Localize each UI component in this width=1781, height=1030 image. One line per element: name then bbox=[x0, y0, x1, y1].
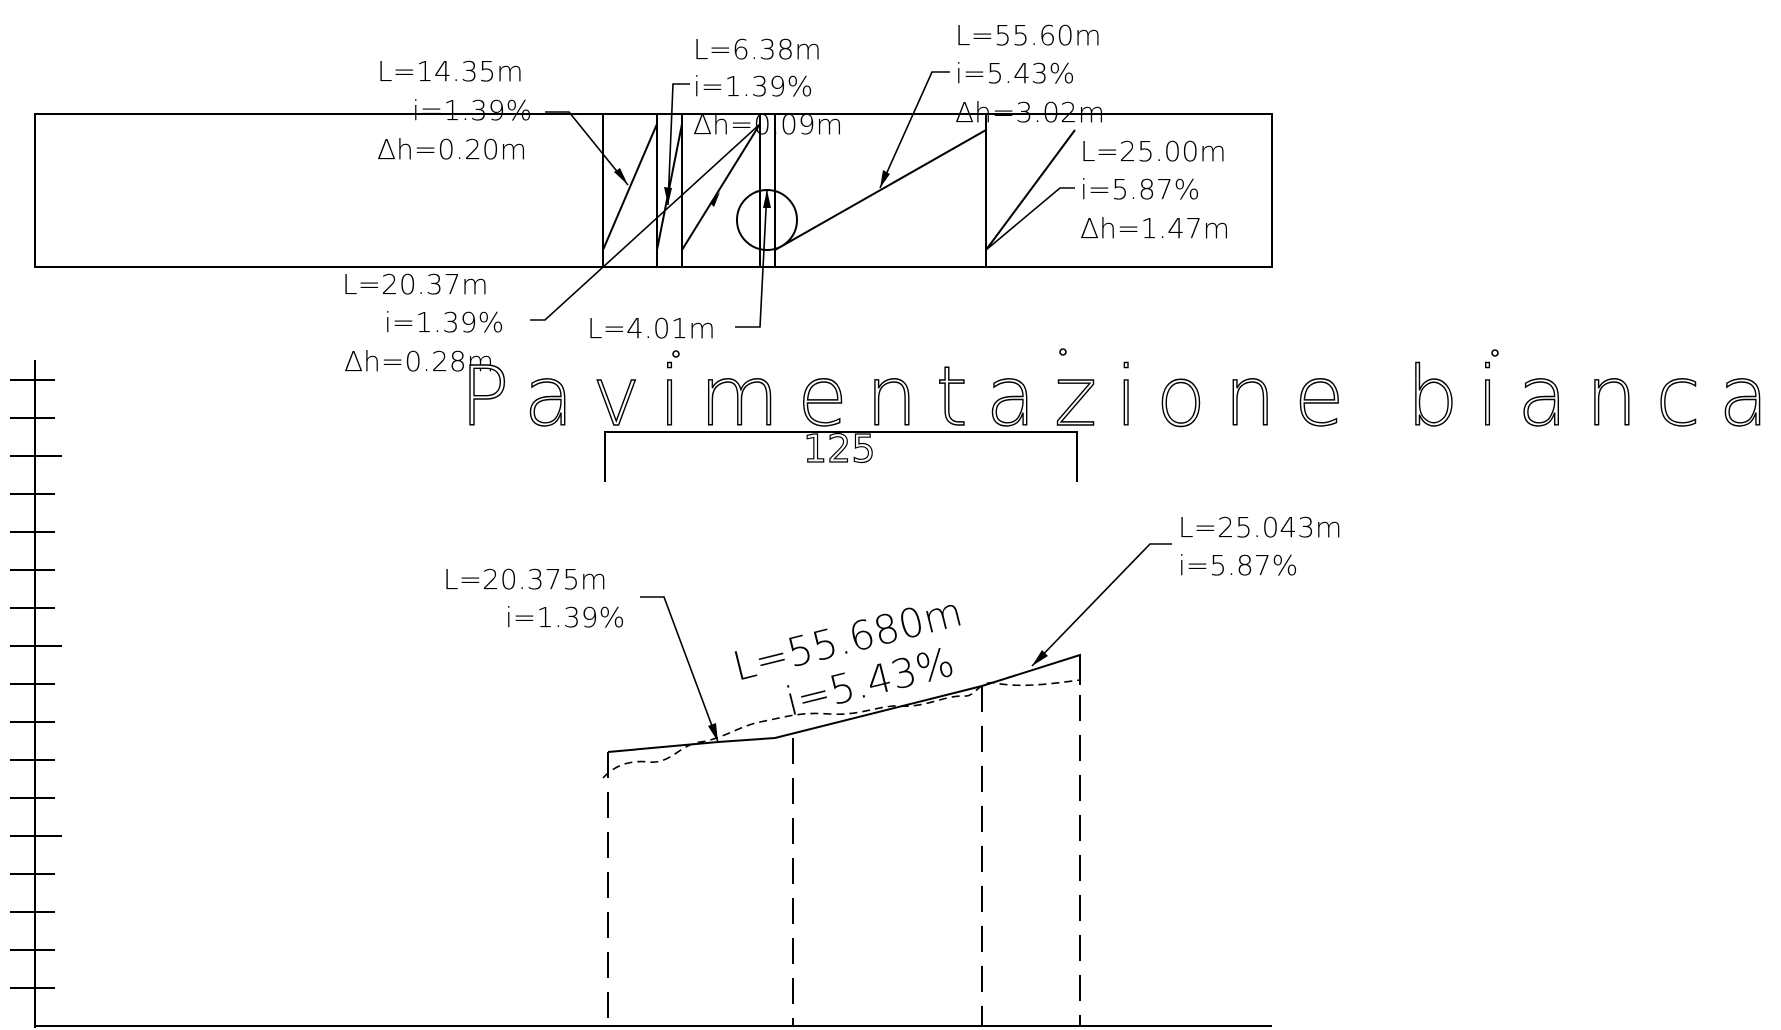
plan-seg4-delta: Δh=1.47m bbox=[1080, 212, 1230, 245]
leader-line bbox=[667, 83, 690, 206]
plan-outline bbox=[34, 113, 1273, 268]
plan-seg3-slope: i=5.43% bbox=[955, 57, 1075, 90]
leader-line bbox=[985, 187, 1075, 251]
arrowhead bbox=[708, 723, 718, 742]
arrowhead bbox=[763, 190, 771, 208]
arrowhead bbox=[710, 192, 720, 207]
plan-seg2-length: L=6.38m bbox=[693, 33, 822, 66]
plan-slope-line bbox=[602, 123, 658, 251]
plan-seg3-length: L=55.60m bbox=[955, 19, 1102, 52]
leader-line bbox=[545, 111, 629, 186]
existing-ground-line bbox=[602, 679, 1081, 779]
title-dot bbox=[1491, 349, 1499, 357]
leader-line bbox=[530, 123, 761, 321]
arrowhead bbox=[880, 170, 890, 188]
plan-seg6-length: L=4.01m bbox=[587, 312, 716, 345]
plan-slope-line bbox=[985, 129, 1076, 251]
plan-slope-line bbox=[681, 123, 761, 251]
title-dot bbox=[672, 350, 680, 358]
profile-seg-c-slope: i=5.87% bbox=[1178, 549, 1298, 582]
leader-line bbox=[1031, 543, 1172, 667]
plan-seg4-slope: i=5.87% bbox=[1080, 173, 1200, 206]
leader-line bbox=[640, 596, 719, 743]
dimension-value: 125 bbox=[803, 427, 876, 471]
plan-view: L=14.35m i=1.39% Δh=0.20m L=6.38m i=1.39… bbox=[34, 19, 1273, 378]
plan-seg1-delta: Δh=0.20m bbox=[377, 133, 527, 166]
arrowhead bbox=[1032, 650, 1048, 666]
title-dot bbox=[1059, 348, 1067, 356]
plan-seg2-delta: Δh=0.09m bbox=[693, 108, 843, 141]
vertical-scale bbox=[10, 360, 62, 1028]
plan-seg1-slope: i=1.39% bbox=[412, 94, 532, 127]
leader-line bbox=[735, 189, 768, 328]
plan-slope-line bbox=[774, 129, 987, 251]
design-grade-line bbox=[607, 653, 1081, 753]
dimension-line bbox=[604, 431, 1078, 482]
plan-seg1-length: L=14.35m bbox=[377, 55, 524, 88]
arrowhead bbox=[664, 187, 672, 205]
profile-seg-a-length: L=20.375m bbox=[443, 563, 607, 596]
plan-seg5-length: L=20.37m bbox=[342, 268, 489, 301]
plan-seg5-delta: Δh=0.28m bbox=[344, 345, 494, 378]
profile-seg-c-length: L=25.043m bbox=[1178, 511, 1342, 544]
drawing-title: Pavimentazione bianca bbox=[460, 350, 1781, 445]
plan-seg3-delta: Δh=3.02m bbox=[955, 96, 1105, 129]
dimension-bracket: 125 bbox=[604, 426, 1078, 482]
plan-seg5-slope: i=1.39% bbox=[384, 306, 504, 339]
leader-line bbox=[879, 71, 950, 189]
arrowhead bbox=[614, 168, 628, 185]
plan-seg4-length: L=25.00m bbox=[1080, 135, 1227, 168]
profile-seg-a-slope: i=1.39% bbox=[505, 601, 625, 634]
plan-seg2-slope: i=1.39% bbox=[693, 70, 813, 103]
profile-view: L=20.375m i=1.39% L=55.680m i=5.43% L=25… bbox=[35, 511, 1342, 1027]
